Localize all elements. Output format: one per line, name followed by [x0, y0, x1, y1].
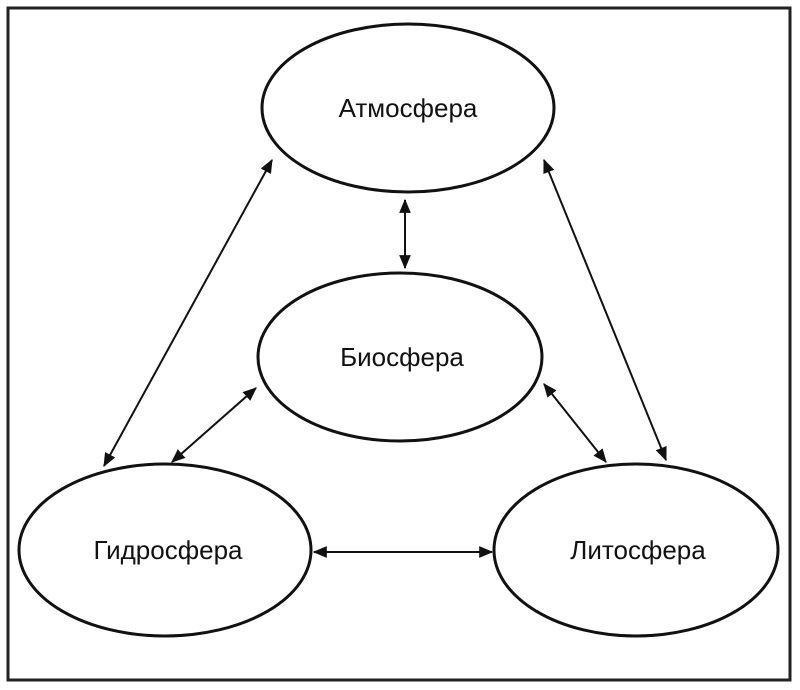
diagram-frame [6, 6, 792, 682]
arrow-biosphere-hydrosphere [171, 387, 257, 463]
node-hydrosphere: Гидросфера [17, 462, 313, 638]
node-lithosphere-shape [492, 462, 780, 638]
connections-layer [103, 158, 667, 558]
node-lithosphere-label: Литосфера [570, 535, 706, 565]
node-hydrosphere-label: Гидросфера [93, 535, 243, 565]
node-atmosphere-shape [260, 22, 556, 194]
node-biosphere: Биосфера [256, 271, 544, 443]
node-lithosphere: Литосфера [492, 462, 780, 638]
arrow-atmosphere-hydrosphere [103, 158, 273, 468]
node-biosphere-shape [256, 271, 544, 443]
arrow-biosphere-lithosphere [543, 383, 607, 463]
node-biosphere-label: Биосфера [340, 342, 464, 372]
node-atmosphere: Атмосфера [260, 22, 556, 194]
arrow-atmosphere-lithosphere [543, 158, 667, 462]
node-hydrosphere-shape [17, 462, 313, 638]
node-atmosphere-label: Атмосфера [339, 93, 478, 123]
